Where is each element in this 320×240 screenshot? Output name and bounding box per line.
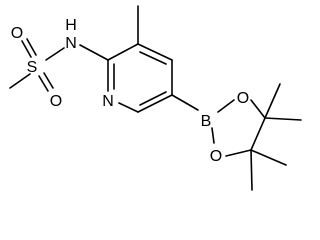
bond-c5-c6-inner: [139, 91, 167, 106]
atom-o-bottom: O: [50, 93, 62, 110]
bond-c3-c4: [137, 43, 173, 61]
bond-c6-n1: [118, 102, 139, 113]
atom-s: S: [27, 59, 38, 76]
atom-h-amine: H: [65, 17, 77, 34]
bond-s-o-bottom-b: [43, 72, 54, 89]
atom-n-amine: N: [65, 35, 77, 52]
atom-b: B: [201, 113, 212, 130]
bond-c-c: [250, 117, 266, 151]
bond-b-o-bottom: [211, 127, 215, 144]
bond-ch3-s: [9, 73, 31, 89]
atom-o-top: O: [11, 25, 23, 42]
molecule-svg: S O O N H N B O O: [9, 5, 302, 191]
bond-c2-c3: [107, 43, 139, 61]
bond-b-o-top: [217, 99, 235, 113]
bond-c-top-me-up: [264, 83, 281, 119]
atom-o-ring-bottom: O: [210, 148, 222, 165]
bond-c5-c6: [137, 94, 173, 113]
bond-o-top-c: [250, 99, 266, 119]
bond-s-o-top-b: [26, 38, 37, 56]
bond-c-top-me-right: [264, 117, 302, 121]
bond-c3-c4-inner: [139, 51, 167, 65]
bond-c-bottom-me-down: [250, 149, 253, 191]
bond-c-bottom-me-right: [250, 149, 287, 166]
bond-n-c2: [79, 44, 109, 61]
bond-s-o-bottom-a: [38, 75, 49, 92]
bond-s-n: [45, 47, 65, 61]
structure-diagram: S O O N H N B O O: [9, 5, 302, 191]
bond-c5-b: [171, 94, 199, 111]
atom-n-pyridine: N: [102, 93, 114, 110]
bond-s-o-top-a: [21, 40, 32, 58]
bond-o-bottom-c: [225, 149, 252, 157]
atom-o-ring-top: O: [237, 90, 249, 107]
